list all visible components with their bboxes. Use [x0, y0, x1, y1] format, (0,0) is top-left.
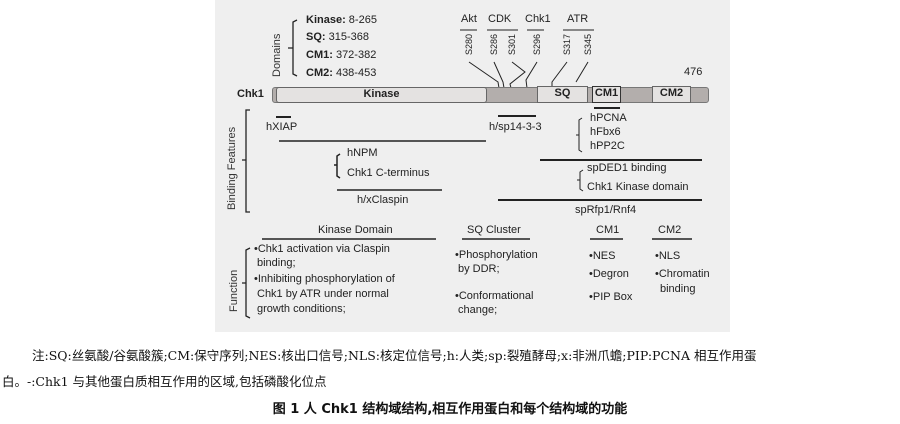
diagram-lines: [242, 19, 702, 319]
function-label: Function: [228, 269, 240, 312]
domain-name: CM2:: [306, 67, 333, 79]
sq-function-line: •Conformational: [455, 290, 534, 302]
domain-range: 8-265: [345, 14, 377, 26]
kinase-function-line: Chk1 by ATR under normal: [257, 288, 389, 300]
caption-line-2: 白。-:Chk1 与其他蛋白质相互作用的区域,包括磷酸化位点: [2, 374, 327, 389]
domain-cm2: CM2: 438-453: [306, 67, 376, 80]
binding-hfbx6: hFbx6: [590, 126, 621, 138]
figure-title: 图 1 人 Chk1 结构域结构,相互作用蛋白和每个结构域的功能: [272, 402, 628, 417]
cm2-function-line: •Chromatin: [655, 268, 710, 280]
kinase-function-line: growth conditions;: [257, 303, 346, 315]
site-s345: S345: [583, 34, 593, 56]
sq-function-line: •Phosphorylation: [455, 249, 538, 261]
binding-kinase-domain: Chk1 Kinase domain: [587, 181, 689, 193]
cm2-function-line: binding: [660, 283, 696, 295]
binding-features-label: Binding Features: [226, 126, 238, 210]
sq-function-line: by DDR;: [458, 263, 500, 275]
binding-claspin: h/xClaspin: [357, 194, 409, 206]
binding-hxiap: hXIAP: [266, 121, 298, 133]
segment-cm1: CM1: [592, 86, 621, 103]
header-cm1: CM1: [596, 224, 620, 236]
header-sq-cluster: SQ Cluster: [467, 224, 521, 236]
sq-function-line: change;: [458, 304, 498, 316]
site-s280: S280: [464, 34, 474, 56]
site-s286: S286: [489, 34, 499, 56]
domain-range: 315-368: [325, 31, 369, 43]
site-s301: S301: [507, 34, 517, 56]
kinase-atr: ATR: [567, 13, 589, 25]
binding-hpp2c: hPP2C: [590, 140, 625, 152]
binding-sprfp1: spRfp1/Rnf4: [575, 204, 637, 216]
protein-name: Chk1: [237, 88, 264, 100]
segment-kinase: Kinase: [276, 87, 487, 103]
domains-label: Domains: [271, 33, 283, 77]
domain-kinase: Kinase: 8-265: [306, 14, 377, 27]
segment-cm2: CM2: [652, 86, 691, 103]
cm2-function-line: •NLS: [655, 250, 681, 262]
domain-name: CM1:: [306, 49, 333, 61]
domain-range: 438-453: [332, 67, 377, 79]
binding-1433: h/sp14-3-3: [489, 121, 542, 133]
figure-panel: [215, 0, 730, 332]
caption-line-1: 注:SQ:丝氨酸/谷氨酸簇;CM:保守序列;NES:核出口信号;NLS:核定位信…: [32, 348, 757, 363]
kinase-function-line: binding;: [257, 257, 296, 269]
protein-length: 476: [684, 66, 703, 78]
domain-name: SQ:: [306, 31, 326, 43]
domain-name: Kinase:: [306, 14, 346, 26]
site-s317: S317: [562, 34, 572, 56]
kinase-akt: Akt: [461, 13, 477, 25]
binding-hpcna: hPCNA: [590, 112, 627, 124]
cm1-function-line: •PIP Box: [589, 291, 633, 303]
kinase-function-line: •Chk1 activation via Claspin: [254, 243, 390, 255]
kinase-function-line: •Inhibiting phosphorylation of: [254, 273, 395, 285]
domain-sq: SQ: 315-368: [306, 31, 369, 44]
segment-sq: SQ: [537, 86, 588, 103]
kinase-cdk: CDK: [488, 13, 512, 25]
binding-hnpm: hNPM: [347, 147, 378, 159]
kinase-chk1: Chk1: [525, 13, 551, 25]
cm1-function-line: •NES: [589, 250, 616, 262]
header-kinase-domain: Kinase Domain: [318, 224, 393, 236]
binding-chk1-cterm: Chk1 C-terminus: [347, 167, 430, 179]
binding-spded1: spDED1 binding: [587, 162, 667, 174]
site-s296: S296: [532, 34, 542, 56]
domain-cm1: CM1: 372-382: [306, 49, 376, 62]
header-cm2: CM2: [658, 224, 682, 236]
domain-range: 372-382: [332, 49, 377, 61]
cm1-function-line: •Degron: [589, 268, 629, 280]
